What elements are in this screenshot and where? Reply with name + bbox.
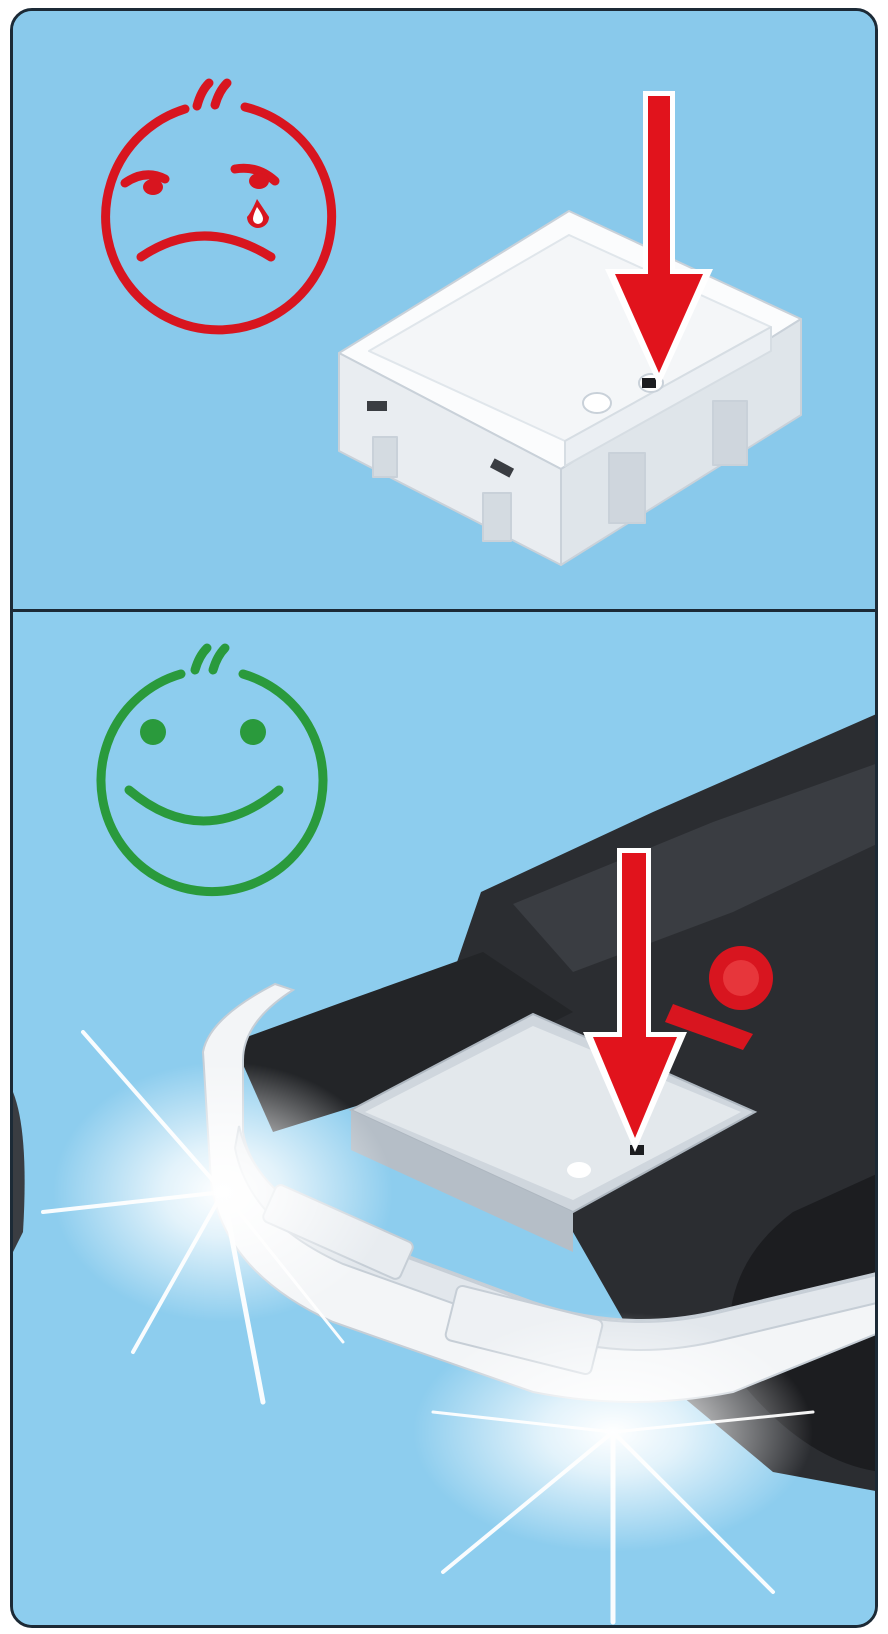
correct-illustration	[13, 612, 875, 1628]
panel-correct	[13, 612, 875, 1628]
happy-face-eyes	[140, 719, 266, 745]
happy-face-icon	[101, 648, 323, 892]
white-module	[339, 211, 801, 565]
instruction-frame	[10, 8, 878, 1628]
left-edge-shadow	[13, 1092, 25, 1252]
incorrect-illustration	[13, 11, 875, 609]
panel-incorrect	[13, 11, 875, 609]
sad-face-icon	[106, 83, 332, 330]
